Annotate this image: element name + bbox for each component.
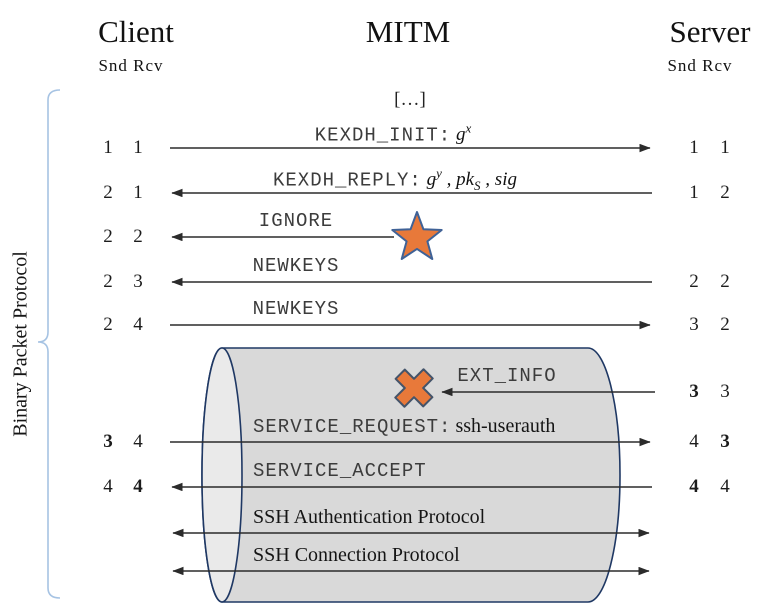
newkeys-to-client-label: NEWKEYS [252,255,340,277]
client-counter-snd: 2 [103,182,113,203]
service-request-arg: ssh-userauth [455,415,556,437]
ext-info-label: EXT_INFO [457,365,557,387]
kexdh-reply-pk: pk [456,169,475,191]
kexdh-init-g: g [455,124,466,146]
server-counter-rcv: 3 [720,381,730,402]
server-counter-rcv: 2 [720,314,730,335]
client-counter-snd: 2 [103,271,113,292]
kexdh-reply-exponent: y [436,166,442,181]
kexdh-init-label: KEXDH_INIT: gx [315,121,471,146]
service-request-label: SERVICE_REQUEST: ssh-userauth [253,415,555,438]
mitm-header: MITM [365,14,451,49]
server-counter-rcv: 2 [720,271,730,292]
client-counter-rcv: 4 [133,476,143,497]
binary-packet-protocol-brace [37,89,61,599]
kexdh-reply-label: KEXDH_REPLY: gy , pkS , sig [273,166,517,194]
client-counter-rcv: 2 [133,226,143,247]
kexdh-reply-comma1: , [446,169,452,191]
dropped-message-cross-icon [394,368,434,408]
server-header: Server [669,14,751,49]
kexdh-reply-g: g [426,169,437,191]
server-snd-rcv-header: Snd Rcv [667,56,732,76]
server-counter-snd: 3 [689,381,699,402]
client-counter-snd: 3 [103,431,113,452]
client-header: Client [98,14,174,49]
server-rcv-label: Rcv [702,56,733,75]
client-counter-rcv: 4 [133,431,143,452]
omitted-messages-ellipsis: […] [394,89,426,110]
kexdh-reply-pk-subscript: S [474,178,481,194]
client-counter-snd: 1 [103,137,113,158]
server-counter-snd: 4 [689,476,699,497]
ssh-auth-protocol-label: SSH Authentication Protocol [253,506,486,528]
kexdh-init-name: KEXDH_INIT: [314,124,452,147]
service-accept-label: SERVICE_ACCEPT [253,460,427,482]
ignore-label: IGNORE [258,210,334,232]
kexdh-reply-comma2: , [485,169,491,191]
client-counter-snd: 4 [103,476,113,497]
server-counter-rcv: 2 [720,182,730,203]
server-counter-snd: 2 [689,271,699,292]
server-counter-snd: 3 [689,314,699,335]
message-arrows [170,143,655,576]
binary-packet-protocol-label: Binary Packet Protocol [9,251,32,437]
encryption-tunnel-left-cap [201,347,243,603]
server-counter-snd: 4 [689,431,699,452]
server-counter-rcv: 1 [720,137,730,158]
client-counter-snd: 2 [103,314,113,335]
client-rcv-label: Rcv [133,56,164,75]
server-counter-snd: 1 [689,182,699,203]
server-counter-rcv: 4 [720,476,730,497]
server-snd-label: Snd [667,56,697,75]
client-snd-rcv-header: Snd Rcv [98,56,163,76]
server-counter-rcv: 3 [720,431,730,452]
client-counter-rcv: 1 [133,182,143,203]
server-counter-snd: 1 [689,137,699,158]
kexdh-init-exponent: x [465,121,472,136]
kexdh-reply-sig: sig [494,169,517,191]
client-snd-label: Snd [98,56,128,75]
cross-shape [394,368,434,408]
client-counter-snd: 2 [103,226,113,247]
client-counter-rcv: 3 [133,271,143,292]
kexdh-reply-name: KEXDH_REPLY: [273,169,422,192]
newkeys-to-server-label: NEWKEYS [252,298,340,320]
client-counter-rcv: 1 [133,137,143,158]
client-counter-rcv: 4 [133,314,143,335]
injected-message-star-icon [391,211,443,260]
ssh-conn-protocol-label: SSH Connection Protocol [253,544,460,566]
service-request-name: SERVICE_REQUEST: [253,416,452,438]
